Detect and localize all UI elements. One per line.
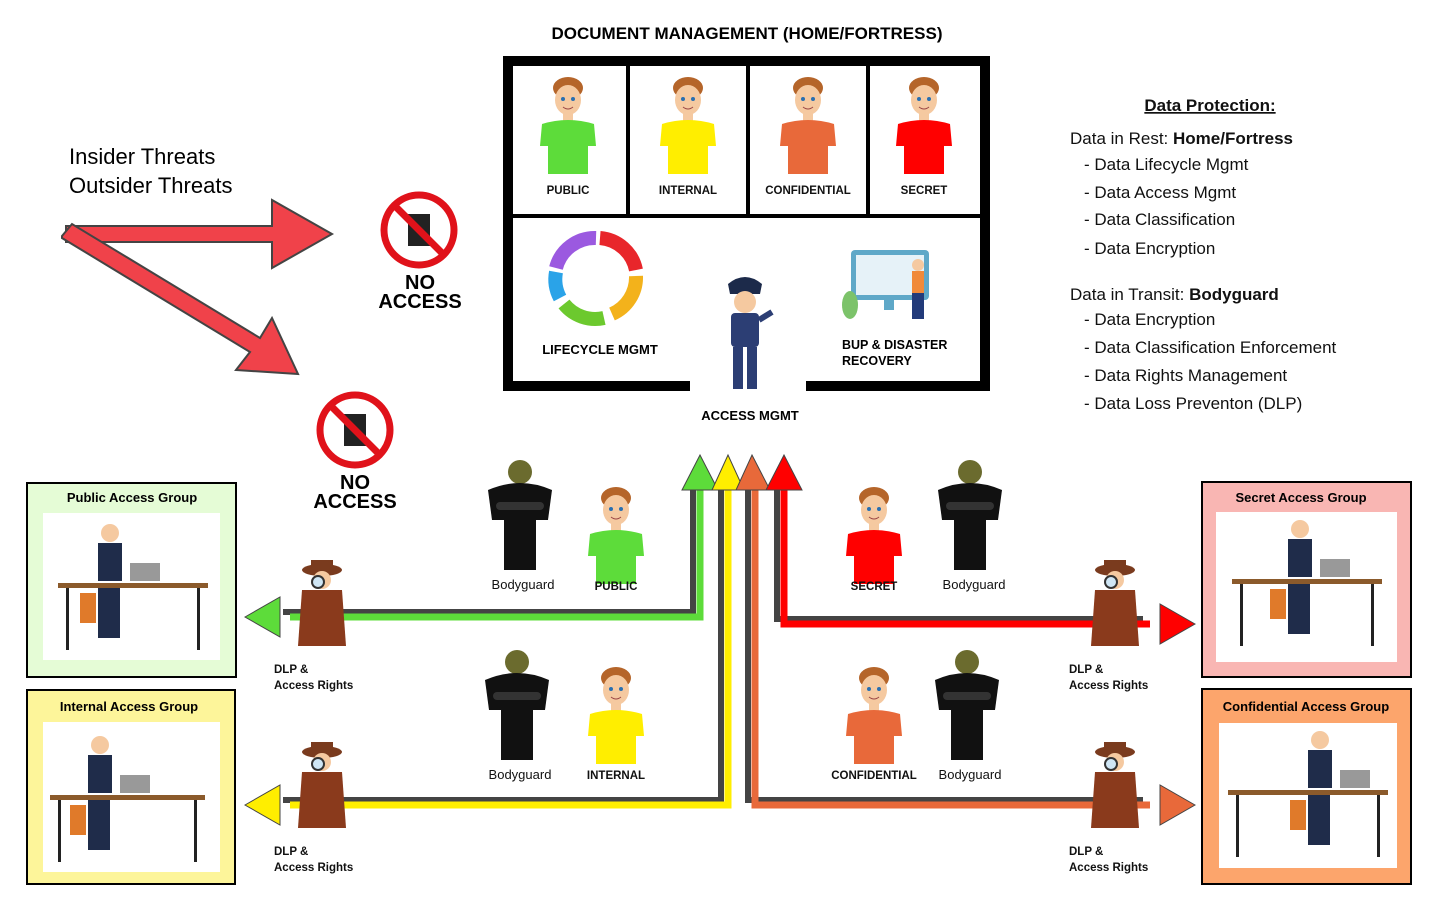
secret-group-title: Secret Access Group (1235, 490, 1366, 505)
confidential-escort-person-icon (846, 666, 902, 764)
bodyguard-icon (935, 650, 999, 760)
internal-escort-person-icon (588, 666, 644, 764)
internal-person-icon (660, 76, 716, 174)
dlp-detective-icon (1091, 560, 1139, 646)
bodyguard-icon (485, 650, 549, 760)
outsider-threats-label: Outsider Threats (69, 173, 232, 198)
public-group-title: Public Access Group (67, 490, 197, 505)
data-protection-heading: Data Protection: (1144, 96, 1275, 115)
dlp-detective-icon (298, 742, 346, 828)
internal-group-title: Internal Access Group (60, 699, 198, 714)
confidential-person-icon (780, 76, 836, 174)
cell-label-confidential: CONFIDENTIAL (765, 185, 851, 197)
transit-item: - Data Rights Management (1084, 366, 1287, 385)
secret-label: SECRET (851, 581, 898, 593)
internal-flow-arrow (243, 453, 745, 826)
dlp-label-line2: Access Rights (274, 862, 353, 874)
bodyguard-icon (938, 460, 1002, 570)
cell-label-public: PUBLIC (547, 185, 590, 197)
rest-item: - Data Encryption (1084, 239, 1215, 258)
secret-flow-arrow (765, 453, 1197, 645)
transit-item: - Data Loss Preventon (DLP) (1084, 394, 1302, 413)
no-access-sign-1 (380, 191, 458, 269)
secret-escort-person-icon (846, 486, 902, 584)
confidential-group-title: Confidential Access Group (1223, 699, 1389, 714)
bodyguard-label: Bodyguard (939, 767, 1002, 782)
dlp-label-line2: Access Rights (1069, 680, 1148, 692)
no-access-2-line2: ACCESS (313, 491, 396, 513)
bodyguard-label: Bodyguard (943, 577, 1006, 592)
lifecycle-cycle-icon (548, 231, 643, 326)
secret-office-worker-illustration (1232, 520, 1382, 646)
confidential-office-worker-illustration (1228, 731, 1388, 857)
dlp-label-line2: Access Rights (274, 680, 353, 692)
confidential-label: CONFIDENTIAL (831, 770, 917, 782)
public-access-group (26, 482, 237, 678)
rest-item: - Data Lifecycle Mgmt (1084, 155, 1249, 174)
no-access-1-line2: ACCESS (378, 291, 461, 313)
lifecycle-label: LIFECYCLE MGMT (542, 342, 658, 357)
dlp-label-line1: DLP & (1069, 846, 1103, 858)
dlp-label-line2: Access Rights (1069, 862, 1148, 874)
rest-item: - Data Access Mgmt (1084, 183, 1236, 202)
access-mgmt-label: ACCESS MGMT (701, 408, 799, 423)
bodyguard-label: Bodyguard (489, 767, 552, 782)
bodyguard-label: Bodyguard (492, 577, 555, 592)
threat-arrows (61, 198, 335, 376)
internal-label: INTERNAL (587, 770, 645, 782)
public-escort-person-icon (588, 486, 644, 584)
secret-person-icon (896, 76, 952, 174)
data-in-rest-line: Data in Rest: Home/Fortress (1070, 129, 1293, 148)
dlp-detective-icon (298, 560, 346, 646)
insider-threats-label: Insider Threats (69, 144, 215, 169)
police-officer-icon (728, 277, 774, 389)
backup-recovery-icon (842, 250, 929, 319)
cell-label-internal: INTERNAL (659, 185, 717, 197)
no-access-sign-2 (316, 391, 394, 469)
dlp-label-line1: DLP & (274, 846, 308, 858)
public-person-icon (540, 76, 596, 174)
data-in-transit-line: Data in Transit: Bodyguard (1070, 285, 1279, 304)
rest-item: - Data Classification (1084, 210, 1235, 229)
diagram-title: DOCUMENT MANAGEMENT (HOME/FORTRESS) (552, 24, 943, 43)
dlp-label-line1: DLP & (1069, 664, 1103, 676)
transit-item: - Data Encryption (1084, 310, 1215, 329)
transit-item: - Data Classification Enforcement (1084, 338, 1337, 357)
public-office-worker-illustration (58, 524, 208, 650)
public-flow-arrow (243, 453, 719, 638)
bup-label-line2: RECOVERY (842, 354, 912, 368)
bup-label-line1: BUP & DISASTER (842, 338, 947, 352)
no-access-2-line1: NO (340, 472, 370, 494)
confidential-flow-arrow (735, 453, 1197, 826)
dlp-label-line1: DLP & (274, 664, 308, 676)
public-label: PUBLIC (595, 581, 638, 593)
dlp-detective-icon (1091, 742, 1139, 828)
flow-lines (243, 453, 1197, 826)
cell-label-secret: SECRET (901, 185, 948, 197)
internal-office-worker-illustration (50, 736, 205, 862)
no-access-1-line1: NO (405, 272, 435, 294)
bodyguard-icon (488, 460, 552, 570)
